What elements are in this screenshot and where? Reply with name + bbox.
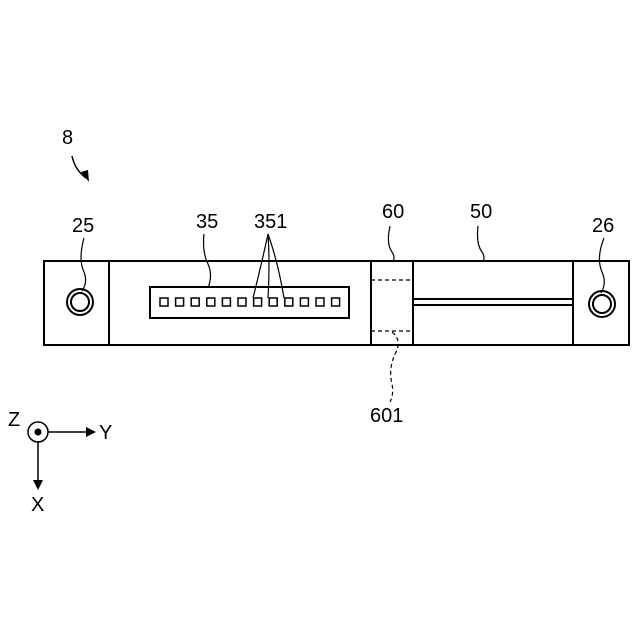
connector [150,287,349,318]
leader-pin-2 [268,234,269,298]
leader-section [388,226,394,262]
axis-z-dot [35,429,42,436]
connector-pin [269,298,277,306]
axis-label-y: Y [99,422,112,444]
leader-hole-left [81,238,86,291]
figure-arrowhead [81,170,89,182]
connector-pin [207,298,215,306]
connector-pin [300,298,308,306]
connector-pins [160,298,340,306]
figure-label: 8 [62,127,73,149]
connector-pin [191,298,199,306]
label-slot: 50 [470,201,492,223]
axis-label-x: X [31,494,44,516]
connector-pin [176,298,184,306]
leader-slot [478,226,485,262]
label-section: 60 [382,201,404,223]
hole-left-inner [71,293,89,311]
hole-right-inner [593,295,611,313]
connector-pin [254,298,262,306]
leader-hole-right [599,238,604,293]
connector-pin [222,298,230,306]
axis-label-z: Z [8,409,20,431]
label-hole-right: 26 [592,215,614,237]
leader-dashed-part [390,332,398,402]
connector-pin [332,298,340,306]
label-connector: 35 [196,211,218,233]
label-pins: 351 [254,211,287,233]
leader-pin-1 [253,234,268,298]
connector-pin [285,298,293,306]
connector-pin [238,298,246,306]
main-body [44,261,629,345]
connector-pin [160,298,168,306]
connector-pin [316,298,324,306]
label-dashed-part: 601 [370,405,403,427]
label-hole-left: 25 [72,215,94,237]
leader-pin-3 [268,234,284,298]
